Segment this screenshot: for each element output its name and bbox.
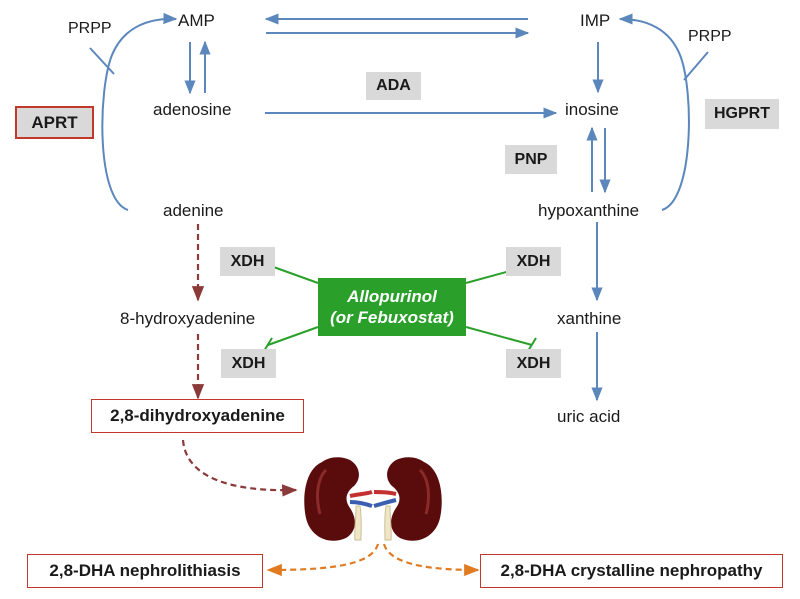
ada-enzyme: ADA [366, 72, 421, 100]
adenine-oxidation-arrows [181, 224, 298, 497]
inosine-label: inosine [565, 100, 619, 119]
inosine-hypoxanthine-arrows [586, 126, 611, 194]
xdh-enzyme-left-2: XDH [221, 349, 276, 378]
pnp-enzyme: PNP [505, 145, 557, 174]
xdh-enzyme-left-1: XDH [220, 247, 275, 276]
adenosine-label: adenosine [153, 100, 232, 119]
hgprt-enzyme: HGPRT [705, 99, 779, 129]
allopurinol-box: Allopurinol (or Febuxostat) [318, 278, 466, 336]
prpp-right-label: PRPP [688, 28, 732, 45]
prpp-left-join [89, 47, 115, 75]
adenine-label: adenine [163, 201, 224, 220]
nephropathy-box: 2,8-DHA crystalline nephropathy [480, 554, 783, 588]
amp-label: AMP [178, 11, 215, 30]
aprt-enzyme: APRT [15, 106, 94, 139]
imp-label: IMP [580, 11, 611, 30]
hydroxyadenine-label: 8-hydroxyadenine [120, 309, 256, 328]
nephrolithiasis-box: 2,8-DHA nephrolithiasis [27, 554, 263, 588]
hypoxanthine-label: hypoxanthine [538, 201, 640, 220]
xdh-enzyme-right-2: XDH [506, 349, 561, 378]
prpp-right-join [683, 51, 709, 81]
xanthine-label: xanthine [557, 309, 622, 328]
prpp-left-label: PRPP [68, 20, 112, 37]
dha-product-box: 2,8-dihydroxyadenine [91, 399, 304, 433]
inhibitor-line-1: Allopurinol [347, 286, 437, 306]
amp-adenosine-arrows [184, 40, 211, 95]
kidney-icon [373, 457, 442, 541]
xdh-enzyme-right-1: XDH [506, 247, 561, 276]
amp-imp-arrows [264, 13, 530, 39]
outcome-arrows [266, 543, 480, 577]
uric-acid-label: uric acid [557, 407, 621, 426]
inhibitor-line-2: (or Febuxostat) [330, 308, 454, 327]
hgprt-salvage-curve [618, 13, 690, 211]
aprt-salvage-curve [101, 12, 178, 211]
kidney-icon [304, 457, 373, 541]
